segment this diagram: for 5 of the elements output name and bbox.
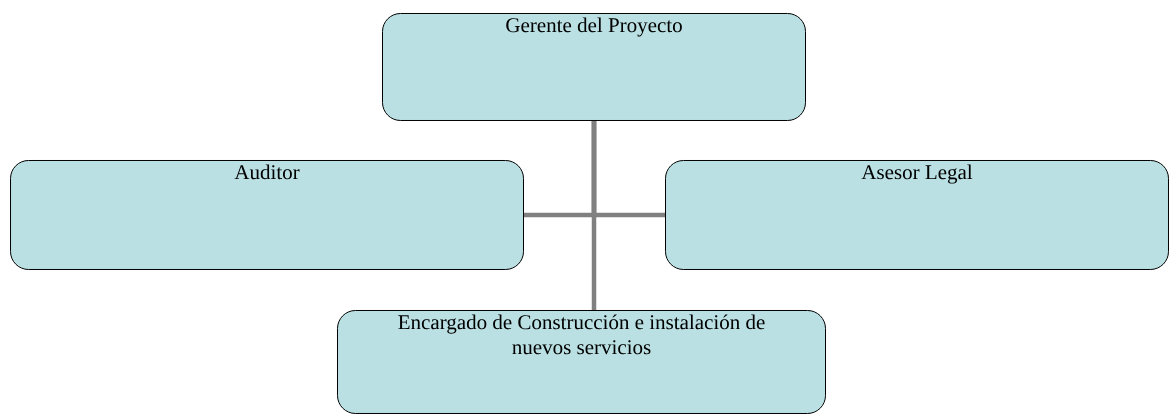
org-box: Gerente del Proyecto <box>382 13 806 121</box>
org-box: Auditor <box>10 160 524 270</box>
org-box: Asesor Legal <box>665 160 1169 270</box>
org-box: Encargado de Construcción e instalación de nuevos servicios <box>337 310 826 414</box>
connector-line <box>591 121 597 310</box>
